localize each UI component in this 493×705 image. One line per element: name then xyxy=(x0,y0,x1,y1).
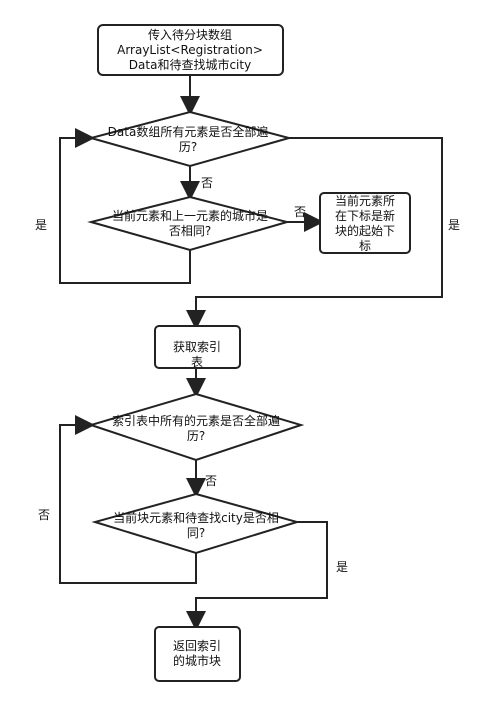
right-box-line-4: 标 xyxy=(359,239,371,253)
loop-left-1 xyxy=(59,128,191,284)
label-yes-left-1: 是 xyxy=(35,218,47,232)
label-yes-right-1: 是 xyxy=(448,218,460,232)
label-no-3: 否 xyxy=(205,474,217,488)
start-process-box: 传入待分块数组 ArrayList<Registration> Data和待查找… xyxy=(97,24,284,76)
right-box-line-2: 在下标是新 xyxy=(335,208,395,223)
label-yes-bottom: 是 xyxy=(336,560,348,574)
get-index-table-box: 获取索引 表 xyxy=(154,325,241,369)
label-no-left-2: 否 xyxy=(38,508,50,522)
loop-left-2 xyxy=(59,415,197,584)
label-no-1: 否 xyxy=(201,176,213,190)
decision-2-line-2: 否相同? xyxy=(169,224,211,238)
new-block-start-index-box: 当前元素所 在下标是新 块的起始下 标 xyxy=(319,192,411,254)
return-box-line-2: 的城市块 xyxy=(173,653,221,668)
right-box-line-1: 当前元素所 xyxy=(335,193,395,208)
decision-2-line-1: 当前元素和上一元素的城市是 xyxy=(112,208,268,223)
decision-4-line-1: 当前块元素和待查找city是否相 xyxy=(113,510,279,525)
path-right-1 xyxy=(186,137,443,330)
start-box-line-2: ArrayList<Registration> xyxy=(117,43,263,57)
return-box-line-1: 返回索引 xyxy=(173,639,221,653)
start-box-line-3: Data和待查找城市city xyxy=(129,57,251,72)
start-box-line-1: 传入待分块数组 xyxy=(148,27,232,42)
label-no-2: 否 xyxy=(294,205,306,219)
decision-3-line-1: 索引表中所有的元素是否全部遍 xyxy=(112,413,280,428)
right-box-line-3: 块的起始下 xyxy=(335,223,395,238)
decision-1-line-1: Data数组所有元素是否全部遍 xyxy=(108,124,269,139)
index-box-line-2: 表 xyxy=(191,355,203,369)
path-right-2 xyxy=(186,521,328,631)
decision-same-city: 当前元素和上一元素的城市是 否相同? xyxy=(87,195,291,252)
decision-block-matches-city: 当前块元素和待查找city是否相 同? xyxy=(91,492,301,555)
decision-index-elements-visited: 索引表中所有的元素是否全部遍 历? xyxy=(87,392,305,462)
decision-4-line-2: 同? xyxy=(187,526,205,540)
decision-1-line-2: 历? xyxy=(179,140,197,154)
connectors xyxy=(59,75,443,631)
index-box-line-1: 获取索引 xyxy=(173,340,221,354)
decision-all-elements-visited: Data数组所有元素是否全部遍 历? xyxy=(87,110,293,168)
edge-labels: 否 否 是 是 否 否 是 xyxy=(35,176,460,574)
return-city-block-box: 返回索引 的城市块 xyxy=(154,626,241,682)
decision-3-line-2: 历? xyxy=(187,429,205,443)
